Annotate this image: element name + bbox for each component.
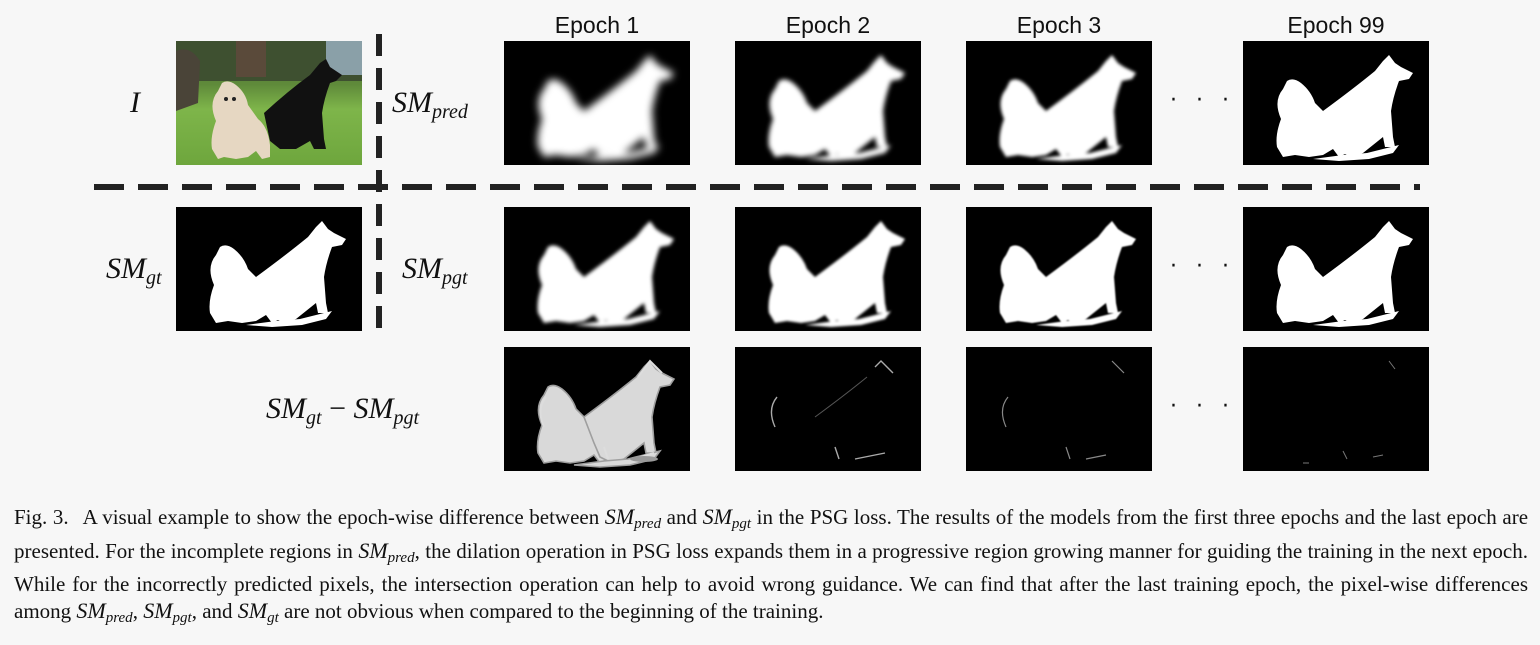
input-photo: [176, 41, 362, 165]
difference-epoch-1: [504, 347, 690, 471]
vertical-dashed-divider: [376, 34, 382, 332]
sm-pgt-epoch-99: [1243, 207, 1429, 331]
sm-pgt-epoch-2: [735, 207, 921, 331]
sm-pred-label: SMpred: [392, 86, 468, 123]
sm-gt-label: SMgt: [106, 252, 162, 289]
horizontal-dashed-divider: [94, 184, 1420, 190]
epoch-2-label: Epoch 2: [785, 12, 871, 38]
epoch-99-label: Epoch 99: [1287, 12, 1385, 38]
ellipsis-row-2: · · ·: [1170, 254, 1235, 279]
sm-pgt-epoch-1: [504, 207, 690, 331]
sm-pgt-label: SMpgt: [402, 252, 468, 289]
figure-number: Fig. 3.: [14, 505, 69, 529]
ellipsis-row-1: · · ·: [1170, 88, 1235, 113]
figure-caption: Fig. 3.A visual example to show the epoc…: [14, 504, 1529, 626]
difference-epoch-99: [1243, 347, 1429, 471]
sm-pred-epoch-99: [1243, 41, 1429, 165]
difference-epoch-2: [735, 347, 921, 471]
sm-pred-epoch-2: [735, 41, 921, 165]
difference-epoch-3: [966, 347, 1152, 471]
sm-pred-epoch-1: [504, 41, 690, 165]
ellipsis-row-3: · · ·: [1170, 394, 1235, 419]
epoch-1-label: Epoch 1: [554, 12, 640, 38]
epoch-3-label: Epoch 3: [1016, 12, 1102, 38]
difference-label: SMgt − SMpgt: [266, 392, 420, 429]
sm-gt-mask: [176, 207, 362, 331]
sm-pred-epoch-3: [966, 41, 1152, 165]
input-image-label: I: [130, 86, 140, 119]
sm-pgt-epoch-3: [966, 207, 1152, 331]
